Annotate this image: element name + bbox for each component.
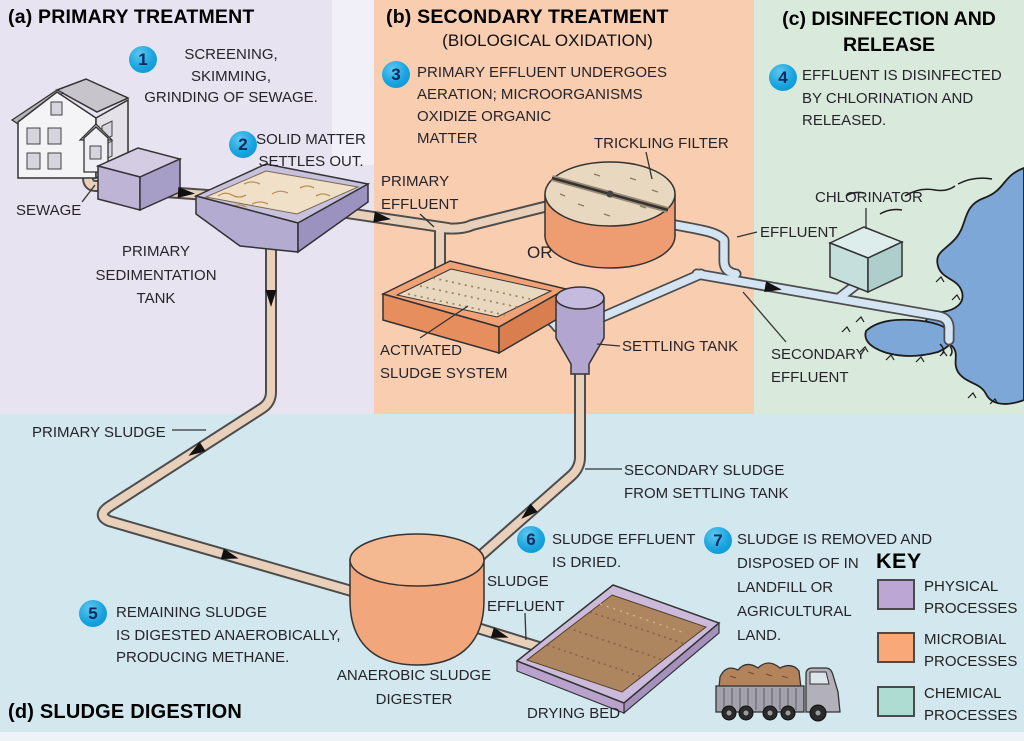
drying-bed xyxy=(515,584,721,715)
effluent-pipes xyxy=(524,215,955,346)
primary-sludge-pipe xyxy=(96,234,361,598)
arm-pivot xyxy=(606,190,614,198)
truck-window xyxy=(809,671,830,685)
anaerobic-sludge-digester xyxy=(349,533,485,666)
activated-sludge-tank xyxy=(380,260,569,355)
chlorinator xyxy=(828,226,904,294)
flow-arrows xyxy=(177,186,782,638)
panel-a-light-band xyxy=(332,0,374,165)
house xyxy=(10,78,130,180)
ocean xyxy=(924,167,1024,405)
pond xyxy=(864,318,954,357)
trickling-filter xyxy=(544,161,676,269)
shore-grass xyxy=(841,276,999,405)
primary-sedimentation-tank xyxy=(193,163,371,254)
settling-tank xyxy=(555,286,605,375)
screening-unit xyxy=(95,147,183,212)
truck-load xyxy=(718,662,802,689)
secondary-sludge-pipe xyxy=(472,354,586,564)
label-connectors xyxy=(81,151,867,641)
dump-truck xyxy=(715,662,841,722)
bottom-strip xyxy=(0,732,1024,741)
